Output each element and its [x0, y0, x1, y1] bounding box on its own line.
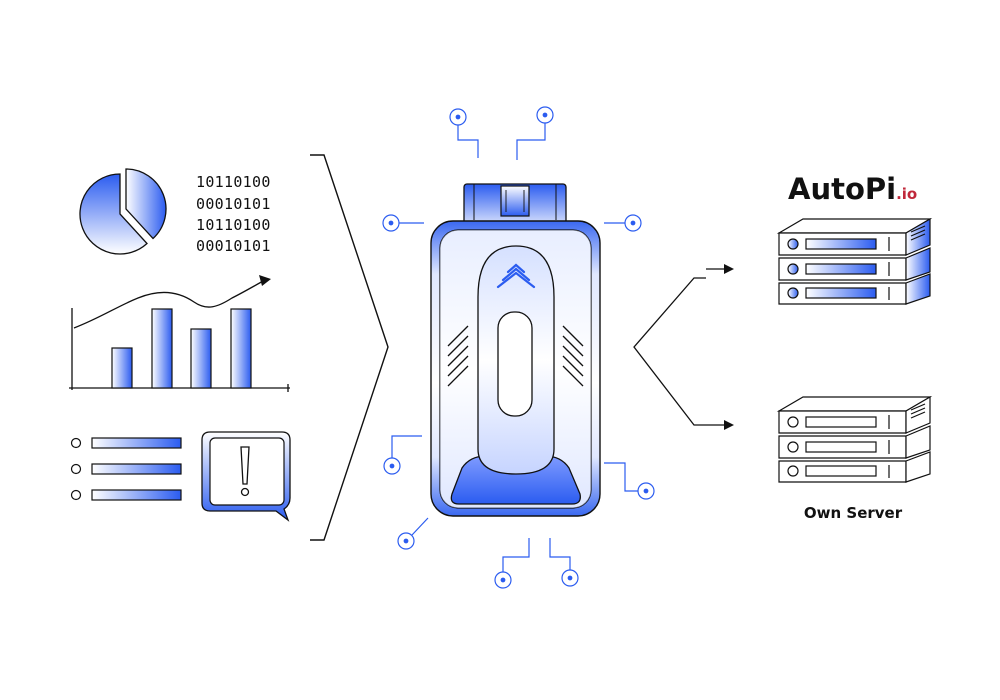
own-server-label: Own Server: [804, 504, 903, 522]
binary-line: 00010101: [196, 195, 271, 213]
autopi-logo: AutoPi.io: [788, 172, 917, 206]
signal-node: [604, 462, 655, 500]
server-rack-icon: [776, 395, 933, 483]
obd-dongle-icon: [430, 183, 601, 517]
signal-nodes: [382, 106, 655, 589]
binary-data-block: 10110100 00010101 10110100 00010101: [196, 173, 271, 255]
bar-trend-chart-icon: [69, 275, 290, 392]
signal-node: [397, 517, 429, 550]
signal-node: [382, 214, 424, 232]
signal-node: [383, 435, 422, 475]
signal-node: [449, 108, 479, 158]
brand-suffix: .io: [896, 185, 917, 203]
output-split-arrows: [633, 264, 734, 430]
binary-line: 10110100: [196, 173, 271, 191]
brand-name: AutoPi: [788, 172, 896, 206]
server-rack-icon: [776, 217, 933, 305]
signal-node: [549, 538, 579, 587]
input-chevron: [310, 154, 389, 541]
binary-line: 10110100: [196, 216, 271, 234]
signal-node: [604, 214, 642, 232]
own-server: Own Server: [776, 395, 933, 522]
autopi-cloud-server: [776, 217, 933, 305]
binary-line: 00010101: [196, 237, 271, 255]
pie-chart-icon: [79, 168, 167, 255]
alert-bubble-icon: [201, 431, 291, 522]
signal-node: [516, 106, 554, 160]
svg-text:AutoPi.io: AutoPi.io: [788, 172, 917, 206]
signal-node: [494, 538, 530, 589]
list-icon: [70, 437, 182, 501]
